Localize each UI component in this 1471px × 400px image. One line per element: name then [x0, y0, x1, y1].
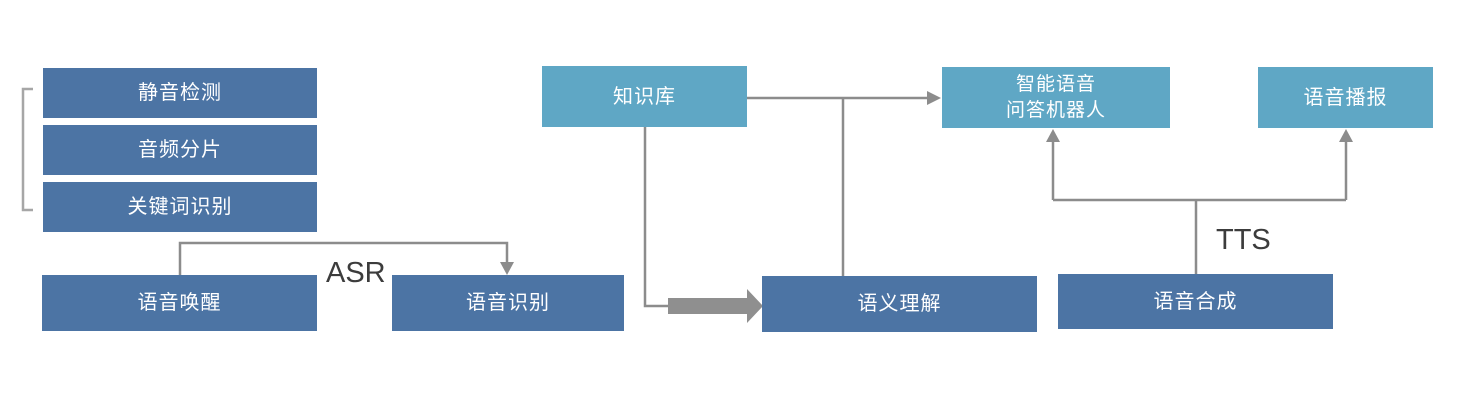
node-qa-robot: 智能语音 问答机器人 — [942, 67, 1170, 128]
knowledgebase-to-semantic-connector — [643, 127, 668, 308]
node-silence-detection: 静音检测 — [43, 68, 317, 118]
node-label: 智能语音 问答机器人 — [1006, 72, 1106, 124]
node-label-line1: 智能语音 — [1015, 73, 1096, 95]
node-label-line2: 问答机器人 — [1005, 99, 1106, 121]
node-label: 语音识别 — [466, 292, 550, 314]
node-label: 静音检测 — [138, 82, 222, 104]
node-speech-synthesis: 语音合成 — [1058, 274, 1333, 329]
node-audio-segmentation: 音频分片 — [43, 125, 317, 175]
node-label: 语音播报 — [1303, 86, 1388, 109]
wakeup-to-recognition-arrow — [178, 241, 514, 275]
node-speech-recognition: 语音识别 — [392, 275, 624, 331]
semantic-thick-arrow — [668, 289, 763, 323]
asr-label: ASR — [326, 257, 386, 289]
node-keyword-recognition: 关键词识别 — [43, 182, 317, 232]
node-label: 关键词识别 — [127, 196, 233, 218]
down-arrowhead — [500, 262, 514, 275]
up-arrowhead-robot — [1046, 129, 1060, 142]
node-knowledge-base: 知识库 — [542, 66, 747, 127]
node-voice-broadcast: 语音播报 — [1258, 67, 1433, 128]
tts-label: TTS — [1216, 224, 1271, 256]
node-label: 语义理解 — [857, 293, 942, 315]
knowledgebase-to-robot-arrow — [747, 91, 941, 105]
node-label: 知识库 — [613, 85, 676, 108]
node-label: 语音合成 — [1153, 290, 1238, 313]
right-arrowhead — [927, 91, 941, 105]
node-semantic-understanding: 语义理解 — [762, 276, 1037, 332]
synthesis-to-outputs-connector — [1046, 129, 1353, 274]
up-arrowhead-broadcast — [1339, 129, 1353, 142]
node-label: 语音唤醒 — [137, 292, 222, 314]
left-bracket — [21, 87, 33, 212]
node-voice-wakeup: 语音唤醒 — [42, 275, 317, 331]
node-label: 音频分片 — [138, 139, 222, 161]
